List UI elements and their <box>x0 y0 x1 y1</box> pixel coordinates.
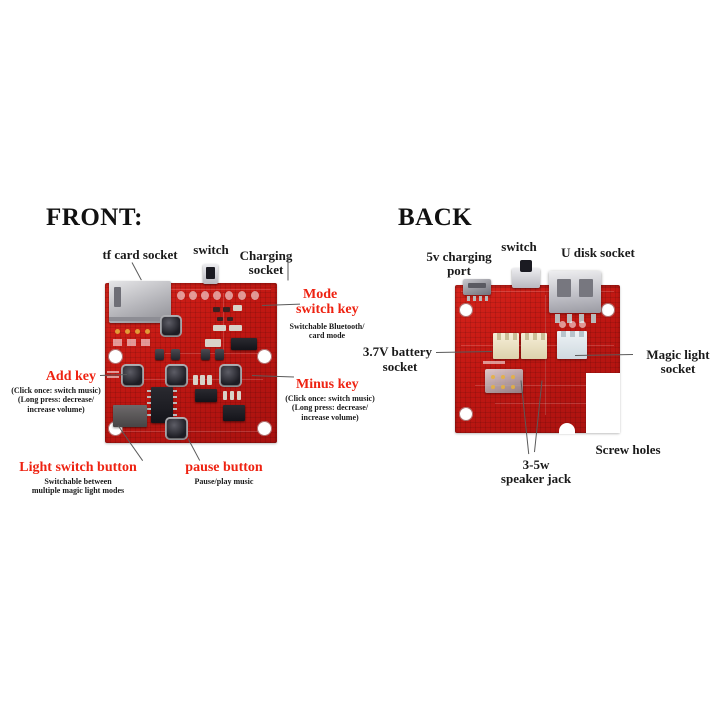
label-speaker-jack-line2: speaker jack <box>500 471 572 486</box>
back-switch-part[interactable] <box>512 260 540 288</box>
label-5v-charging-port-line1: 5v charging <box>426 249 492 264</box>
regulator-ic <box>195 389 217 402</box>
pause-button-part[interactable] <box>167 419 186 438</box>
mode-switch-key-part[interactable] <box>162 317 180 335</box>
label-battery-socket-line1: 3.7V battery <box>362 344 432 359</box>
charge-ic <box>231 338 257 350</box>
battery-socket-part <box>493 333 519 359</box>
label-minus-key: Minus key <box>296 377 359 392</box>
micro-usb-port-part <box>463 279 491 295</box>
mounting-hole <box>257 349 272 364</box>
sublabel-add-key: (Click once: switch music) (Long press: … <box>11 386 101 414</box>
speaker-jack-pads-part <box>485 369 523 393</box>
label-back-switch: switch <box>501 239 537 254</box>
label-battery-socket-line2: socket <box>382 359 418 374</box>
minus-key-part[interactable] <box>221 366 240 385</box>
usb-a-socket-part <box>549 271 601 313</box>
mounting-hole <box>459 407 473 421</box>
label-mode-switch-key-line2: switch key <box>296 302 359 317</box>
label-magic-light-socket-line1: Magic light <box>646 347 710 362</box>
main-ic <box>151 387 173 423</box>
label-light-switch-button: Light switch button <box>19 460 137 475</box>
light-switch-module-part[interactable] <box>113 405 147 427</box>
mounting-hole <box>108 349 123 364</box>
label-speaker-jack-line1: 3-5w <box>522 457 550 472</box>
label-add-key: Add key <box>45 369 96 384</box>
battery-socket-part-2 <box>521 333 547 359</box>
mounting-hole <box>601 303 615 317</box>
back-panel-title: BACK <box>398 204 473 231</box>
label-screw-holes: Screw holes <box>595 442 661 457</box>
leader-tf-card-socket <box>131 262 142 281</box>
front-panel-title: FRONT: <box>46 204 143 231</box>
label-u-disk-socket: U disk socket <box>561 245 635 260</box>
mounting-hole <box>459 303 473 317</box>
sublabel-mode-switch-key: Switchable Bluetooth/ card mode <box>289 322 365 341</box>
center-key-part[interactable] <box>167 366 186 385</box>
label-mode-switch-key-line1: Mode <box>303 287 338 302</box>
sublabel-pause-button: Pause/play music <box>194 477 254 486</box>
mounting-hole <box>257 421 272 436</box>
label-tf-card-socket: tf card socket <box>102 247 178 262</box>
label-magic-light-socket-line2: socket <box>660 361 696 376</box>
amp-ic <box>223 405 245 421</box>
leader-charging-socket <box>287 254 289 281</box>
label-pause-button: pause button <box>185 460 263 475</box>
tf-card-socket-part <box>109 281 171 323</box>
label-5v-charging-port-line2: port <box>447 263 471 278</box>
front-pcb-board <box>105 281 277 443</box>
label-front-switch: switch <box>193 242 229 257</box>
sublabel-light-switch-button: Switchable between multiple magic light … <box>31 477 125 496</box>
add-key-part[interactable] <box>123 366 142 385</box>
front-switch-part[interactable] <box>203 264 218 284</box>
sublabel-minus-key: (Click once: switch music) (Long press: … <box>285 394 375 422</box>
label-charging-socket-line2: socket <box>248 262 284 277</box>
label-charging-socket-line1: Charging <box>239 248 293 263</box>
leader-mode-switch-key <box>261 303 300 306</box>
